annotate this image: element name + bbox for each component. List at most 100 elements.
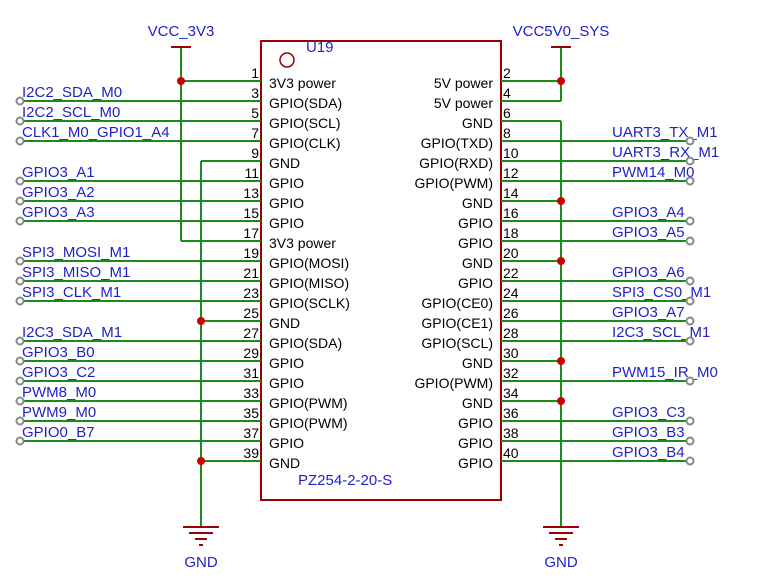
net-label: PWM15_IR_M0 [612, 364, 718, 381]
pin-number: 38 [503, 425, 519, 441]
pin-number: 22 [503, 265, 519, 281]
net-terminal-icon[interactable] [15, 276, 25, 286]
pin-number: 21 [243, 265, 259, 281]
net-terminal-icon[interactable] [15, 256, 25, 266]
pin-label: GPIO(SDA) [269, 335, 342, 351]
net-label: SPI3_CLK_M1 [22, 284, 121, 301]
pin-number: 35 [243, 405, 259, 421]
net-terminal-icon[interactable] [15, 416, 25, 426]
net-terminal-icon[interactable] [15, 376, 25, 386]
net-terminal-icon[interactable] [685, 296, 695, 306]
pin-number: 29 [243, 345, 259, 361]
pin-number: 20 [503, 245, 519, 261]
pin-label: GPIO(PWM) [414, 175, 493, 191]
component-value: PZ254-2-20-S [298, 472, 392, 489]
pin-label: GND [462, 395, 493, 411]
net-label: GPIO3_C2 [22, 364, 95, 381]
pin-label: GND [462, 355, 493, 371]
net-terminal-icon[interactable] [685, 216, 695, 226]
net-terminal-icon[interactable] [685, 436, 695, 446]
net-terminal-icon[interactable] [15, 116, 25, 126]
net-terminal-icon[interactable] [15, 176, 25, 186]
net-terminal-icon[interactable] [685, 416, 695, 426]
pin-number: 8 [503, 125, 511, 141]
vcc3v3-symbol: VCC_3V3 [148, 23, 214, 48]
net-terminal-icon[interactable] [685, 456, 695, 466]
net-terminal-icon[interactable] [15, 356, 25, 366]
net-label: I2C2_SDA_M0 [22, 84, 122, 101]
net-label: I2C3_SDA_M1 [22, 324, 122, 341]
pin-label: GND [462, 195, 493, 211]
junction-gnd-right-30 [557, 357, 565, 365]
pin-label: GPIO(MOSI) [269, 255, 349, 271]
pin-number: 18 [503, 225, 519, 241]
net-terminal-icon[interactable] [15, 296, 25, 306]
pin-label: GND [269, 155, 300, 171]
pin-label: 3V3 power [269, 75, 336, 91]
net-label: PWM8_M0 [22, 384, 96, 401]
net-label: PWM9_M0 [22, 404, 96, 421]
pin-label: GPIO(SCL) [269, 115, 341, 131]
net-terminal-icon[interactable] [15, 436, 25, 446]
net-terminal-icon[interactable] [685, 176, 695, 186]
pin-label: GND [269, 315, 300, 331]
pin-number: 13 [243, 185, 259, 201]
pin-label: GPIO(CLK) [269, 135, 341, 151]
net-terminal-icon[interactable] [685, 336, 695, 346]
net-terminal-icon[interactable] [15, 216, 25, 226]
net-terminal-icon[interactable] [685, 136, 695, 146]
net-label: SPI3_MISO_M1 [22, 264, 130, 281]
net-label: I2C3_SCL_M1 [612, 324, 710, 341]
pin-number: 14 [503, 185, 519, 201]
net-label: I2C2_SCL_M0 [22, 104, 120, 121]
junction-gnd-left-39 [197, 457, 205, 465]
net-terminal-icon[interactable] [15, 96, 25, 106]
component-ref: U19 [306, 39, 334, 56]
pin-label: GPIO [458, 275, 493, 291]
pin-label: 5V power [434, 75, 493, 91]
net-terminal-icon[interactable] [685, 276, 695, 286]
pin-label: GPIO(SDA) [269, 95, 342, 111]
net-terminal-icon[interactable] [685, 316, 695, 326]
net-label: GPIO3_A1 [22, 164, 95, 181]
junction-vcc5v0 [557, 77, 565, 85]
net-label: GPIO3_A5 [612, 224, 685, 241]
net-terminal-icon[interactable] [15, 136, 25, 146]
pin-label: GPIO(PWM) [269, 395, 348, 411]
pin-number: 39 [243, 445, 259, 461]
net-terminal-icon[interactable] [685, 156, 695, 166]
pin-number: 12 [503, 165, 519, 181]
pin-number: 36 [503, 405, 519, 421]
pin-label: GPIO [269, 435, 304, 451]
pin-label: GPIO(SCLK) [269, 295, 350, 311]
net-terminal-icon[interactable] [685, 376, 695, 386]
pin-label: GPIO [269, 195, 304, 211]
net-terminal-icon[interactable] [15, 396, 25, 406]
net-label: SPI3_MOSI_M1 [22, 244, 130, 261]
net-label: GPIO3_A3 [22, 204, 95, 221]
pin-number: 33 [243, 385, 259, 401]
net-terminal-icon[interactable] [15, 336, 25, 346]
pin-number: 10 [503, 145, 519, 161]
net-terminal-icon[interactable] [685, 236, 695, 246]
vcc5v0-symbol: VCC5V0_SYS [513, 23, 609, 48]
net-terminal-icon[interactable] [15, 196, 25, 206]
pin-label: GPIO(RXD) [419, 155, 493, 171]
